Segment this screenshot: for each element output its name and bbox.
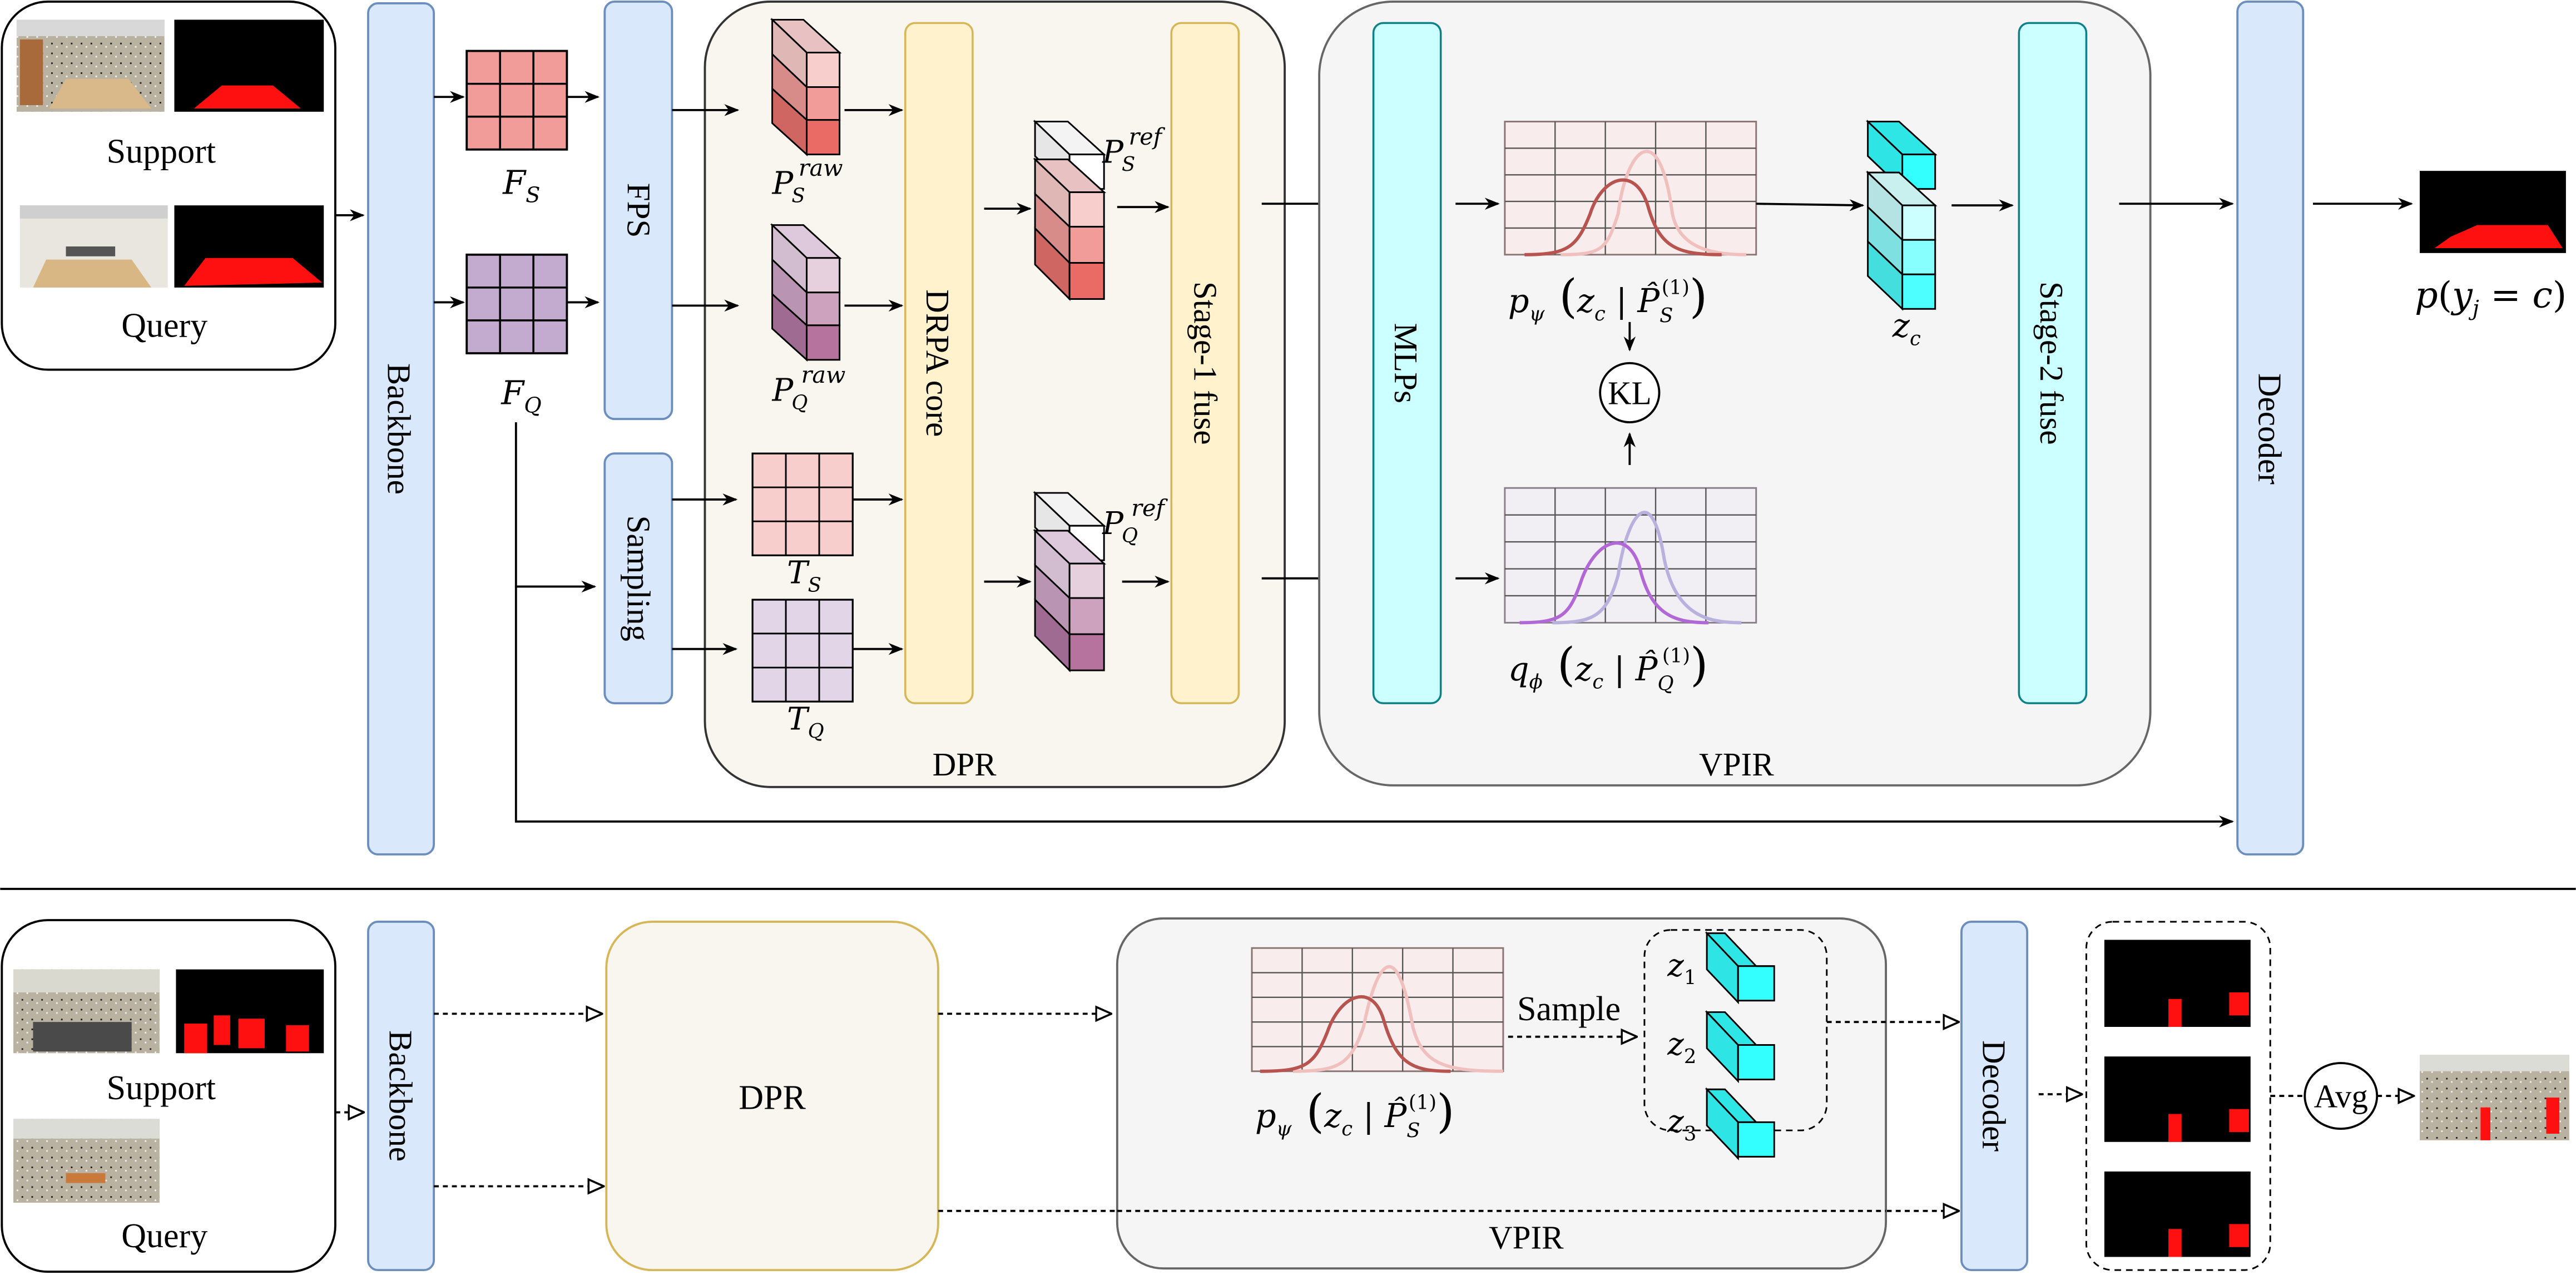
inference-vpir-title: VPIR	[1489, 1219, 1564, 1256]
stage2-fuse-module[interactable]: Stage-2 fuse	[2018, 22, 2088, 704]
sampling-label: Sampling	[621, 515, 657, 641]
pq-raw-tensor	[770, 223, 842, 362]
kl-divergence-node: KL	[1599, 362, 1661, 423]
inference-prior-curve	[1260, 995, 1451, 1073]
prior-curve-light	[1561, 150, 1747, 256]
posterior-curve-light	[1552, 511, 1742, 625]
inference-pipeline: Support Query Backbone DPR VPIR	[1, 917, 2569, 1273]
avg-node: Avg	[2303, 1062, 2379, 1130]
z3-label: z3	[1667, 1104, 1696, 1145]
inference-dpr-label: DPR	[739, 1079, 806, 1117]
output-formula: p(yj = c)	[2415, 274, 2567, 321]
pq-raw-label: PQraw	[772, 362, 846, 414]
posterior-formula: qϕ (zc | P̂Q(1))	[1508, 638, 1708, 695]
pq-ref-label: PQref	[1102, 495, 1168, 547]
prediction-mask-3	[2104, 1171, 2251, 1257]
inference-support-label: Support	[107, 1069, 216, 1107]
output-mask-image	[2420, 171, 2566, 253]
prediction-mask-2	[2104, 1056, 2251, 1142]
prior-to-zc-arrow	[1756, 199, 1865, 211]
drpa-core-label: DRPA core	[919, 289, 956, 437]
prior-curve	[1524, 178, 1722, 256]
dpr-title: DPR	[933, 746, 997, 783]
query-label: Query	[121, 307, 207, 344]
tq-grid	[751, 599, 854, 703]
support-label: Support	[107, 132, 216, 170]
inference-prior-plot	[1251, 947, 1504, 1073]
pq-ref-tensor	[1033, 491, 1107, 673]
tq-label: TQ	[787, 701, 824, 743]
fps-label: FPS	[621, 183, 657, 238]
sample-z2-tensor	[1705, 1010, 1775, 1084]
prediction-mask-1	[2104, 940, 2251, 1027]
inference-backbone-label: Backbone	[382, 1030, 419, 1162]
backbone-label: Backbone	[380, 363, 417, 495]
ps-ref-label: PSref	[1102, 123, 1166, 176]
samples-group: z1 z2 z3	[1643, 929, 1828, 1160]
fps-module[interactable]: FPS	[603, 1, 673, 421]
inference-prior-formula: pψ (zc | P̂S(1))	[1255, 1084, 1454, 1142]
inference-dpr-module[interactable]: DPR	[605, 921, 939, 1272]
ps-raw-label: PSraw	[772, 155, 843, 207]
vpir-title: VPIR	[1699, 746, 1774, 783]
fq-to-sampling-arrow	[514, 422, 597, 593]
sample-z1-tensor	[1705, 931, 1775, 1005]
training-input-box: Support Query	[1, 1, 336, 371]
posterior-distribution-plot	[1504, 487, 1757, 625]
training-pipeline: Support Query Backbone	[1, 1, 2567, 856]
query-point-cloud-image	[19, 205, 168, 288]
inference-backbone-module[interactable]: Backbone	[367, 921, 435, 1272]
support-point-cloud-image	[16, 19, 165, 112]
inference-query-label: Query	[121, 1217, 207, 1255]
sampling-module[interactable]: Sampling	[603, 452, 673, 705]
predictions-group	[2085, 921, 2271, 1271]
final-segmentation-image	[2420, 1055, 2569, 1140]
decoder-label: Decoder	[2252, 373, 2288, 485]
query-feature-grid	[465, 253, 568, 354]
mlps-label: MLPs	[1388, 323, 1424, 403]
z2-label: z2	[1667, 1026, 1696, 1068]
stage1-fuse-label: Stage-1 fuse	[1187, 281, 1224, 445]
support-mask-image	[174, 19, 324, 112]
ts-grid	[751, 452, 854, 556]
sample-label: Sample	[1517, 990, 1621, 1028]
sample-z3-tensor	[1705, 1087, 1775, 1160]
fs-label: FS	[502, 164, 540, 208]
kl-label: KL	[1608, 375, 1652, 412]
inference-decoder-label: Decoder	[1975, 1040, 2012, 1152]
query-mask-image	[174, 205, 324, 288]
ps-raw-tensor	[770, 17, 842, 156]
inference-support-mask	[176, 969, 324, 1054]
ps-ref-tensor	[1033, 120, 1107, 302]
inference-input-box: Support Query	[1, 919, 336, 1273]
inference-query-image	[13, 1119, 160, 1203]
inference-support-image	[13, 969, 160, 1054]
zc-label: zc	[1892, 306, 1921, 350]
decoder-module[interactable]: Decoder	[2236, 1, 2305, 856]
inference-decoder-module[interactable]: Decoder	[1960, 921, 2029, 1272]
dpr-module[interactable]: DPR PSraw	[672, 1, 1286, 788]
inference-vpir-module[interactable]: VPIR pψ (zc | P̂S(1)) Sample	[1116, 917, 1888, 1270]
zc-latent-tensor	[1865, 120, 1938, 311]
vpir-module[interactable]: VPIR MLPs pψ (zc | P̂S(1))	[1318, 1, 2152, 787]
prior-formula: pψ (zc | P̂S(1))	[1508, 269, 1707, 327]
inference-prior-curve-light	[1292, 965, 1503, 1073]
drpa-core-module[interactable]: DRPA core	[904, 22, 974, 704]
stage1-fuse-module[interactable]: Stage-1 fuse	[1170, 22, 1240, 704]
support-feature-grid	[465, 50, 568, 151]
prior-distribution-plot	[1504, 121, 1757, 256]
posterior-curve	[1519, 541, 1709, 625]
fq-skip-to-decoder-arrow	[514, 586, 2235, 828]
avg-label: Avg	[2314, 1078, 2368, 1115]
fq-label: FQ	[501, 374, 541, 418]
backbone-module[interactable]: Backbone	[367, 2, 435, 856]
ts-label: TS	[787, 555, 821, 597]
mlps-module[interactable]: MLPs	[1372, 22, 1442, 704]
z1-label: z1	[1667, 947, 1696, 989]
stage2-fuse-label: Stage-2 fuse	[2033, 281, 2070, 445]
